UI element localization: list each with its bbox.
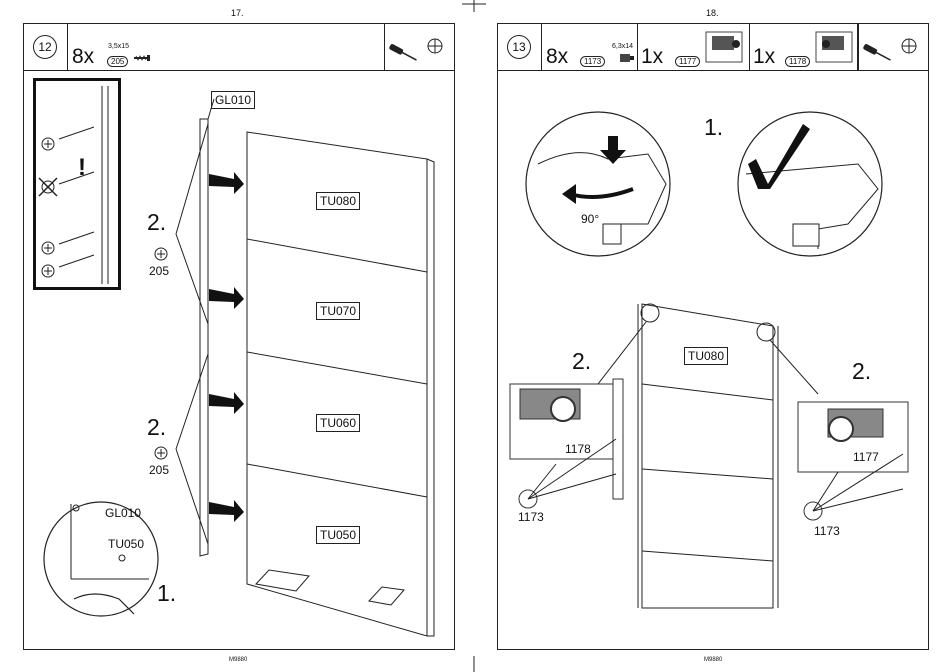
panel-tu080: TU080 (316, 192, 360, 210)
zoom-label-tu050: TU050 (108, 537, 144, 551)
left-instruction-panel: 12 8x 205 3,5x15 ! GL010 (23, 23, 455, 650)
substep-1-right: 1. (704, 114, 723, 141)
hinge-label-1177: 1177 (853, 450, 879, 464)
screw-label-1173-right: 1173 (814, 524, 840, 538)
substep-2-right: 2. (852, 358, 871, 385)
screw-label-205b: 205 (149, 463, 169, 477)
substep-2-left: 2. (572, 348, 591, 375)
cabinet-drawing-left (24, 24, 456, 651)
substep-2b: 2. (147, 414, 166, 441)
panel-tu050: TU050 (316, 526, 360, 544)
panel-tu060: TU060 (316, 414, 360, 432)
screw-label-205a: 205 (149, 264, 169, 278)
zoom-label-gl010: GL010 (105, 506, 141, 520)
panel-tu080-right: TU080 (684, 347, 728, 365)
right-instruction-panel: 13 8x 1173 6,3x14 1x 1177 1x 1178 (497, 23, 929, 650)
screw-label-1173-left: 1173 (518, 510, 544, 524)
substep-2a: 2. (147, 209, 166, 236)
hinge-label-1178: 1178 (565, 442, 591, 456)
substep-1-left: 1. (157, 580, 176, 607)
panel-tu070: TU070 (316, 302, 360, 320)
rotation-angle: 90° (581, 212, 599, 226)
